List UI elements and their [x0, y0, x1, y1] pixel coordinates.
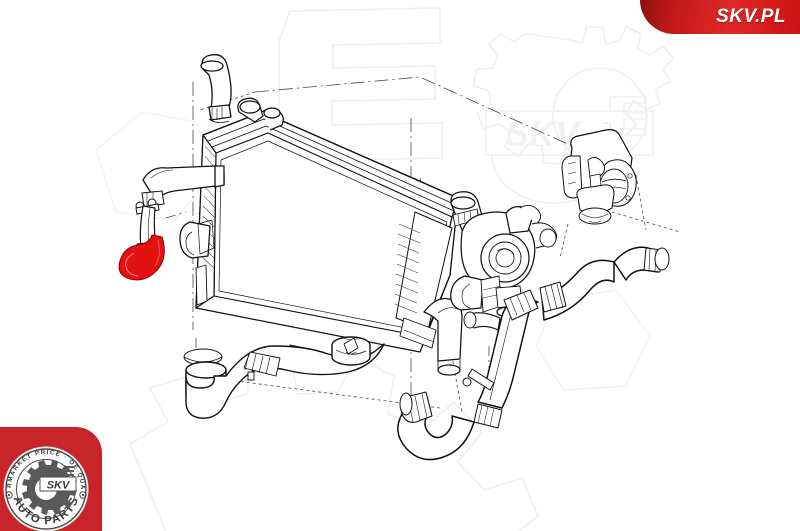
misc-detail-parts [343, 337, 359, 355]
intercooler-top-inlet [237, 97, 284, 131]
right-tank-hatch [394, 223, 421, 314]
badge-dot-right-core [81, 493, 85, 497]
right-u-hose [397, 246, 670, 461]
badge-dot-right [79, 491, 87, 499]
right-hose-sleeve-upper [539, 281, 567, 313]
skv-brand-banner: SKV.PL [640, 0, 800, 34]
badge-center-text: SKV [47, 480, 71, 492]
badge-dot-left-core [7, 493, 11, 497]
right-hose-collar [503, 289, 539, 321]
right-hose-sleeve-lower [473, 403, 503, 429]
left-highlighted-hose [118, 165, 225, 281]
lower-hose-clamp [243, 351, 281, 381]
badge-skv-tag [39, 476, 77, 492]
svg-text:SKV: SKV [505, 113, 582, 154]
upper-elbow-hose [200, 54, 232, 123]
brand-banner-label: SKV.PL [716, 6, 786, 27]
lower-hose-loose-ring [183, 348, 223, 366]
right-hose-stud [462, 368, 495, 391]
lower-s-hose [183, 336, 385, 419]
badge-emblem: AFTERMARKET PRICE · OE QUALITY AUTO PART… [0, 427, 89, 531]
badge-comb-detail [64, 466, 74, 476]
badge-ring-line-outer [5, 448, 87, 530]
turbocharger [450, 191, 558, 318]
highlighted-hose-section [118, 234, 165, 281]
badge-dot-left [5, 491, 13, 499]
throttle-body-valve [561, 129, 637, 225]
quality-badge: AFTERMARKET PRICE · OE QUALITY AUTO PART… [0, 427, 102, 531]
intercooler [179, 97, 463, 376]
